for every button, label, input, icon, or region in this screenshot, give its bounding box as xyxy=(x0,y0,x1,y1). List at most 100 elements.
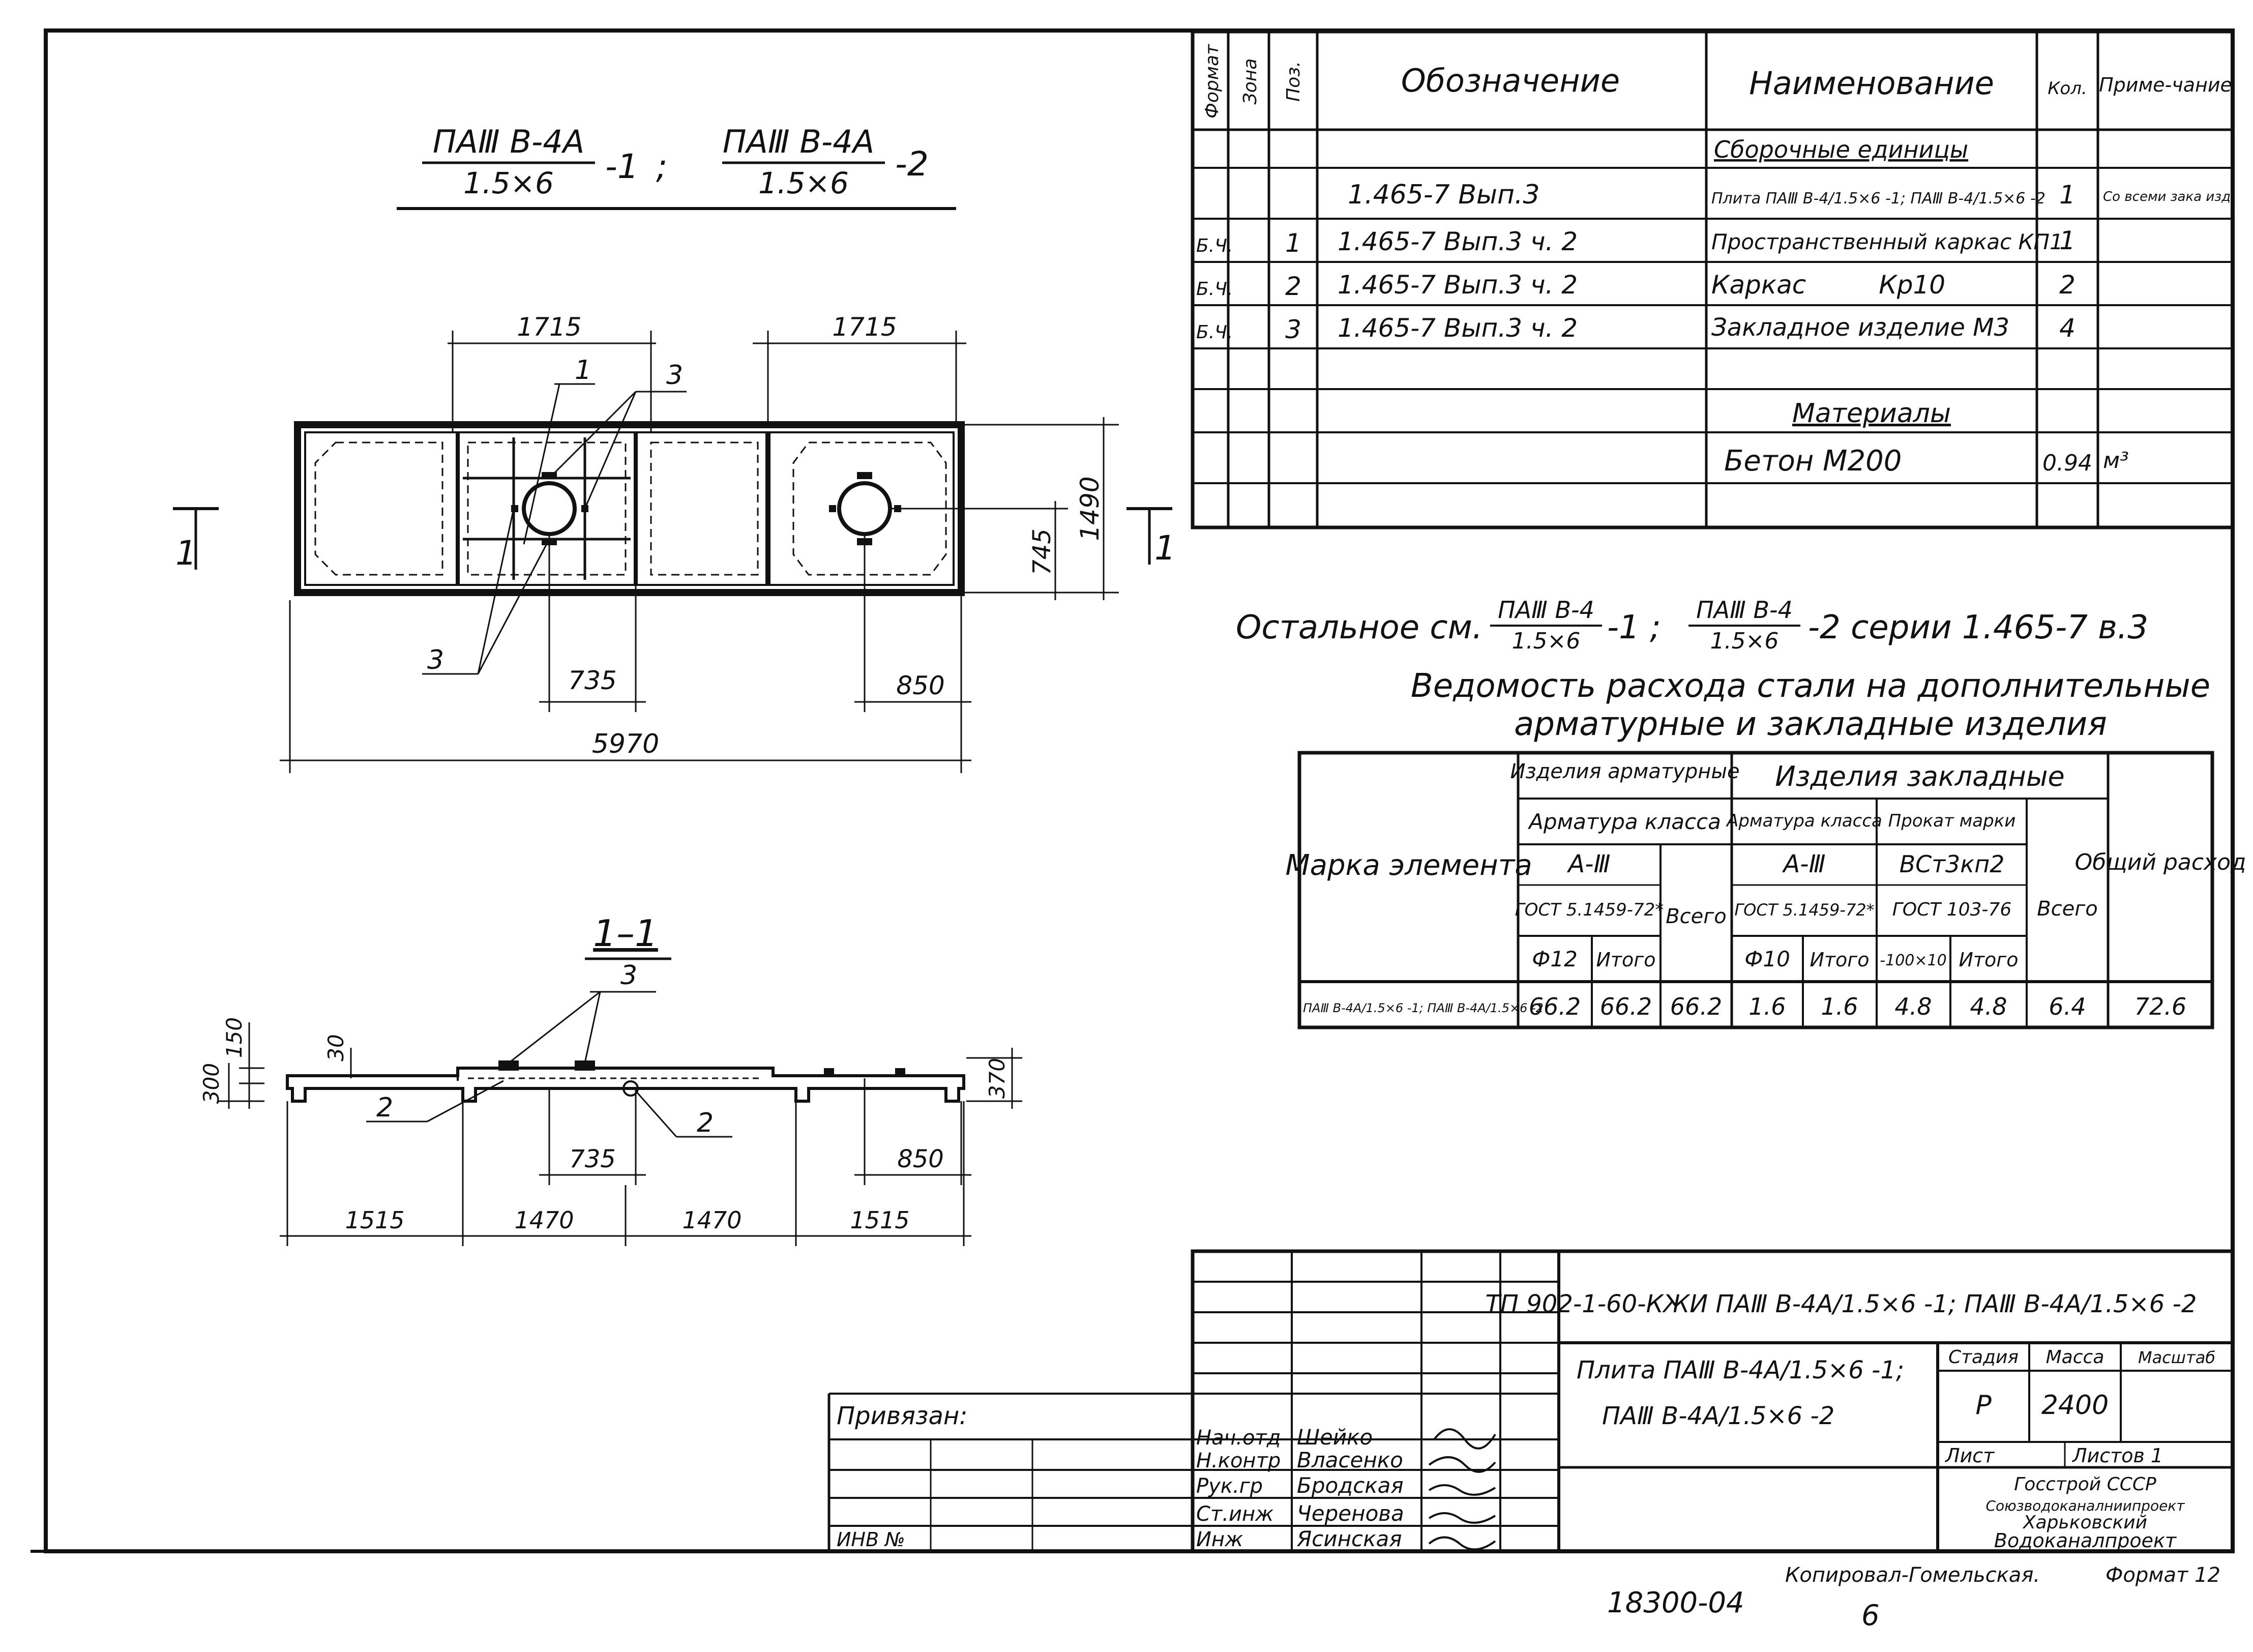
tb-role-3: Рук.гр xyxy=(1196,1474,1263,1498)
tb-sheet-label: Лист xyxy=(1944,1444,1995,1467)
steel-h-phi12: Ф12 xyxy=(1532,947,1578,971)
dim-1715-right: 1715 xyxy=(832,312,897,342)
spec-row1-qty: 1 xyxy=(2059,180,2076,210)
tb-role-2: Н.контр xyxy=(1196,1449,1281,1472)
spec-row3-name: Каркас Кр10 xyxy=(1711,270,1945,300)
spec-row3-designation: 1.465-7 Вып.3 ч. 2 xyxy=(1338,270,1578,300)
spec-header-format: Формат xyxy=(1202,44,1223,119)
steel-title-1: Ведомость расхода стали на дополнительны… xyxy=(1411,667,2210,705)
spec-row4-designation: 1.465-7 Вып.3 ч. 2 xyxy=(1338,313,1578,343)
steel-h-rolled: Прокат марки xyxy=(1888,811,2016,831)
callout-3-top: 3 xyxy=(666,360,683,391)
steel-h-gost2: ГОСТ 5.1459-72* xyxy=(1734,900,1874,920)
spec-section-assemblies: Сборочные единицы xyxy=(1714,136,1968,163)
tb-mass-label: Масса xyxy=(2046,1347,2104,1368)
tb-stage-label: Стадия xyxy=(1948,1347,2019,1368)
reference-note: Остальное см. ПАⅢ В-4 1.5×6 -1 ; ПАⅢ В-4… xyxy=(1236,596,2148,654)
section-callout-2-left: 2 xyxy=(376,1093,393,1123)
dim-1715-left: 1715 xyxy=(517,312,581,342)
tb-org1: Госстрой СССР xyxy=(2014,1474,2156,1495)
title-suffix-2: -2 xyxy=(895,144,929,184)
spec-material-name: Бетон М200 xyxy=(1724,445,1902,478)
dim-1515-right: 1515 xyxy=(850,1206,909,1234)
spec-row1-name: Плита ПАⅢ В-4/1.5×6 -1; ПАⅢ В-4/1.5×6 -2 xyxy=(1711,190,2046,208)
steel-h-itogo2: Итого xyxy=(1810,949,1869,971)
note-suffix1: -1 ; xyxy=(1607,609,1661,646)
spec-row2-pos: 1 xyxy=(1285,228,1301,258)
spec-row4-name: Закладное изделие М3 xyxy=(1711,313,2009,342)
title-separator: ; xyxy=(656,147,667,186)
signature-1 xyxy=(1433,1428,1496,1450)
title-frac1-den: 1.5×6 xyxy=(463,166,554,200)
title-frac2-den: 1.5×6 xyxy=(758,166,849,200)
dim-150: 150 xyxy=(222,1017,247,1058)
spec-header-zone: Зона xyxy=(1240,58,1261,105)
dim-1470-right: 1470 xyxy=(682,1206,742,1234)
steel-val-5: 1.6 xyxy=(1821,993,1858,1020)
spec-row2-designation: 1.465-7 Вып.3 ч. 2 xyxy=(1338,227,1578,256)
signature-4 xyxy=(1428,1512,1496,1524)
spec-header-pos: Поз. xyxy=(1283,61,1304,102)
page-number: 6 xyxy=(1861,1599,1880,1632)
dim-735-section: 735 xyxy=(569,1145,616,1173)
spec-row2-format: Б.Ч. xyxy=(1196,235,1233,256)
steel-h-itogo1: Итого xyxy=(1596,949,1655,971)
tb-stage: Р xyxy=(1975,1390,1992,1421)
dim-1470-left: 1470 xyxy=(514,1206,574,1234)
tb-sheets-label: Листов 1 xyxy=(2071,1444,2163,1467)
steel-val-8: 6.4 xyxy=(2049,993,2086,1020)
steel-h-mark: Марка элемента xyxy=(1285,849,1532,882)
steel-val-3: 66.2 xyxy=(1670,993,1722,1020)
steel-val-1: 66.2 xyxy=(1529,993,1581,1020)
tb-org3: Харьковский xyxy=(2022,1512,2147,1533)
spec-row3-qty: 2 xyxy=(2059,270,2076,300)
steel-val-9: 72.6 xyxy=(2135,993,2186,1020)
tb-mass: 2400 xyxy=(2041,1390,2109,1421)
signature-3 xyxy=(1428,1484,1496,1496)
dim-30: 30 xyxy=(323,1034,348,1061)
signature-5 xyxy=(1428,1536,1496,1551)
spec-row4-format: Б.Ч. xyxy=(1196,322,1233,343)
spec-header-designation: Обозначение xyxy=(1401,62,1620,99)
spec-header-note: Приме-чание xyxy=(2099,74,2232,96)
section-dimensions: 150 300 30 370 735 850 1515 1470 1470 15… xyxy=(199,1017,1022,1246)
section-callout-2-right: 2 xyxy=(697,1108,714,1138)
steel-val-6: 4.8 xyxy=(1894,993,1932,1020)
section-callout-3: 3 xyxy=(620,960,637,991)
tb-doc-code: ТП 902-1-60-КЖИ ПАⅢ В-4А/1.5×6 -1; ПАⅢ В… xyxy=(1486,1290,2197,1318)
dim-1515-left: 1515 xyxy=(345,1206,404,1234)
spec-row4-pos: 3 xyxy=(1285,315,1301,344)
spec-row1-designation: 1.465-7 Вып.3 xyxy=(1348,180,1540,210)
spec-table: Формат Зона Поз. Обозначение Наименовани… xyxy=(1191,29,2235,529)
section-mark-left: 1 xyxy=(175,534,197,573)
note-suffix2: -2 серии 1.465-7 в.3 xyxy=(1808,609,2148,646)
spec-material-unit: м³ xyxy=(2103,448,2129,474)
tb-bound: Привязан: xyxy=(837,1402,967,1430)
tb-name-1: Шейко xyxy=(1297,1425,1373,1450)
format-label: Формат 12 xyxy=(2106,1563,2220,1587)
steel-row-mark: ПАⅢ В-4А/1.5×6 -1; ПАⅢ В-4А/1.5×6 -2 xyxy=(1303,1001,1544,1015)
tb-name-3: Бродская xyxy=(1297,1473,1404,1498)
spec-row3-format: Б.Ч. xyxy=(1196,279,1233,300)
spec-header-name: Наименование xyxy=(1749,65,1994,102)
dim-1490: 1490 xyxy=(1075,476,1105,541)
steel-h-itogo3: Итого xyxy=(1959,949,2018,971)
steel-val-4: 1.6 xyxy=(1748,993,1786,1020)
tb-name-4: Черенова xyxy=(1297,1501,1404,1526)
steel-h-class-b: Арматура класса xyxy=(1726,811,1882,831)
dim-850: 850 xyxy=(896,671,944,700)
dim-300: 300 xyxy=(199,1063,224,1104)
spec-header-qty: Кол. xyxy=(2048,78,2087,99)
dim-5970: 5970 xyxy=(592,729,659,759)
tb-scale-label: Масштаб xyxy=(2138,1348,2215,1367)
note-prefix: Остальное см. xyxy=(1236,609,1483,646)
dim-745: 745 xyxy=(1028,528,1056,575)
section-mark-right: 1 xyxy=(1154,528,1176,568)
tb-inv: ИНВ № xyxy=(837,1528,905,1551)
spec-row4-qty: 4 xyxy=(2059,313,2076,343)
steel-h-total1: Всего xyxy=(1666,905,1727,928)
tb-role-5: Инж xyxy=(1196,1528,1243,1551)
title-frac1-num: ПАⅢ В-4А xyxy=(433,123,584,160)
callout-3-bottom: 3 xyxy=(427,645,444,675)
